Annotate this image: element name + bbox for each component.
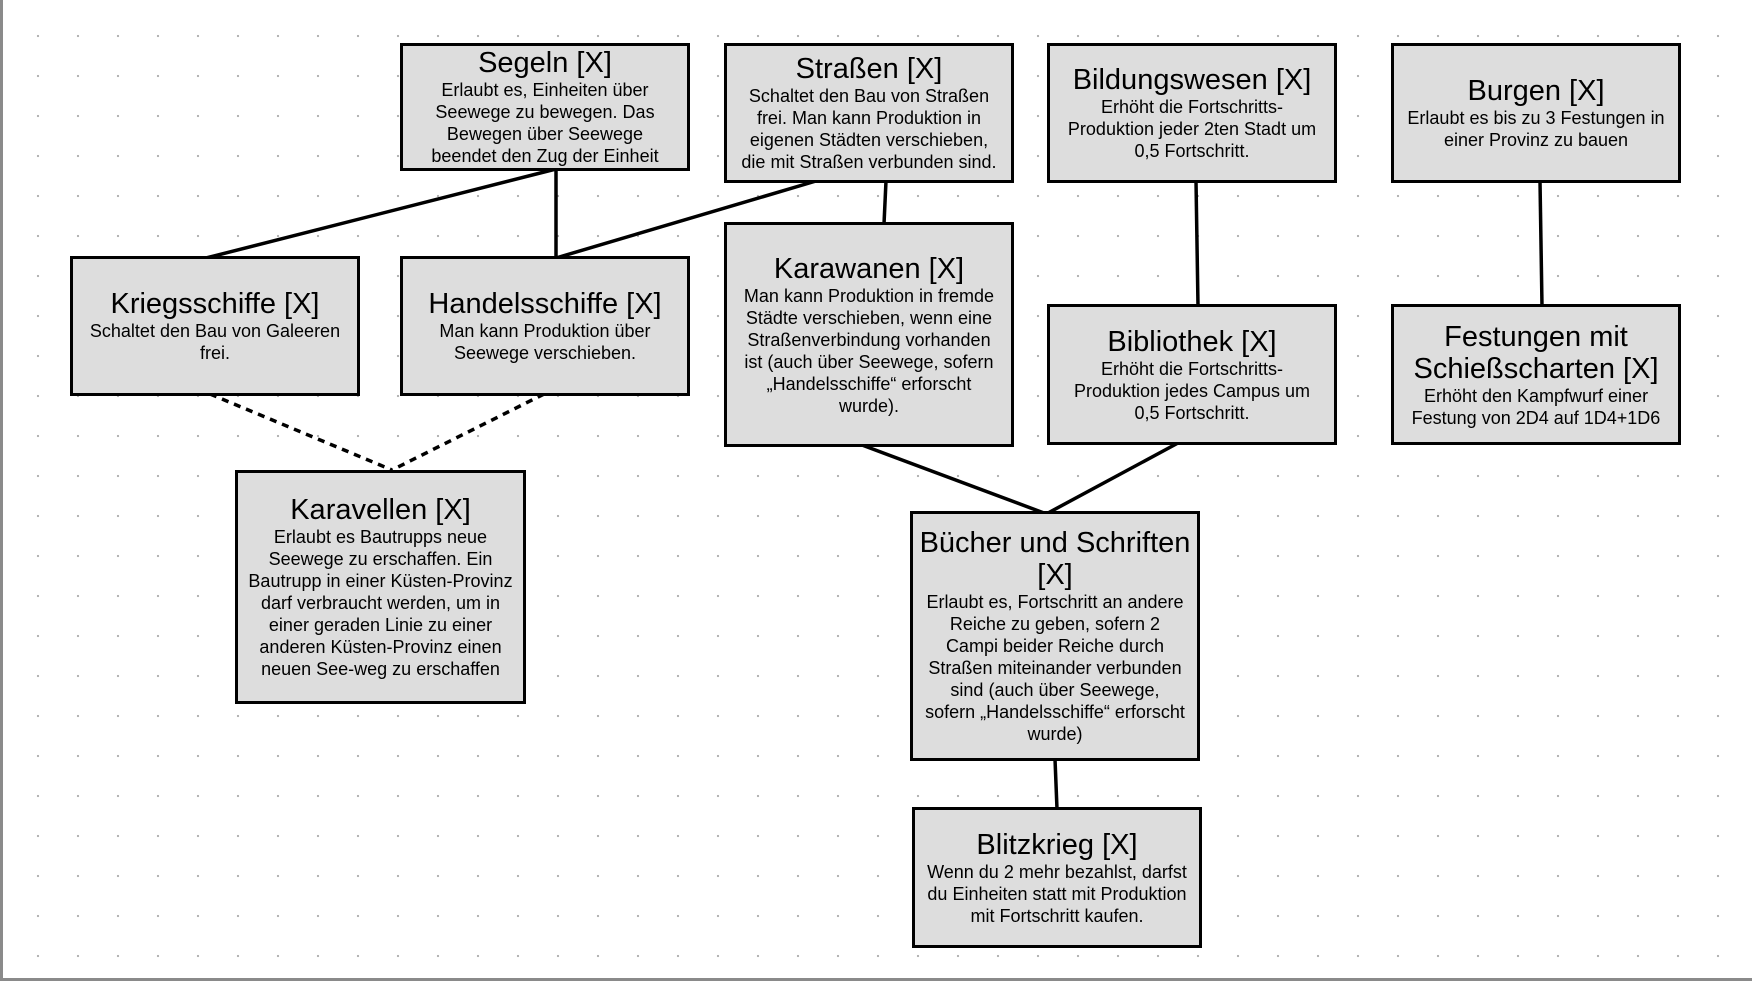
tech-node-title: Burgen [X] xyxy=(1467,75,1605,107)
tech-node-festungen[interactable]: Festungen mit Schießscharten [X]Erhöht d… xyxy=(1391,304,1681,445)
tech-node-title: Bücher und Schriften [X] xyxy=(919,527,1191,591)
edge-segeln-to-kriegsschiffe xyxy=(205,167,557,260)
tech-node-title: Straßen [X] xyxy=(795,53,943,85)
tech-node-blitzkrieg[interactable]: Blitzkrieg [X]Wenn du 2 mehr bezahlst, d… xyxy=(912,807,1202,948)
tech-node-karawanen[interactable]: Karawanen [X]Man kann Produktion in frem… xyxy=(724,222,1014,447)
frame-left-border xyxy=(0,0,3,981)
tech-node-title: Bibliothek [X] xyxy=(1107,325,1277,358)
edge-bildungswesen-to-bibliothek xyxy=(1194,180,1200,307)
tech-node-bildungswesen[interactable]: Bildungswesen [X]Erhöht die Fortschritts… xyxy=(1047,43,1337,183)
tech-node-description: Schaltet den Bau von Straßen frei. Man k… xyxy=(741,86,997,172)
tech-node-buecher[interactable]: Bücher und Schriften [X]Erlaubt es, Fort… xyxy=(910,511,1200,761)
tech-node-kriegsschiffe[interactable]: Kriegsschiffe [X]Schaltet den Bau von Ga… xyxy=(70,256,360,396)
tech-node-description: Schaltet den Bau von Galeeren frei. xyxy=(89,321,341,363)
edge-bibliothek-to-buecher xyxy=(1047,441,1179,515)
tech-node-bibliothek[interactable]: Bibliothek [X]Erhöht die Fortschritts-Pr… xyxy=(1047,304,1337,445)
tech-node-karavellen[interactable]: Karavellen [X]Erlaubt es Bautrupps neue … xyxy=(235,470,526,704)
tech-node-title: Karavellen [X] xyxy=(290,494,471,526)
edge-strassen-to-karawanen xyxy=(882,180,888,225)
tech-node-strassen[interactable]: Straßen [X]Schaltet den Bau von Straßen … xyxy=(724,43,1014,183)
tech-node-title: Festungen mit Schießscharten [X] xyxy=(1413,320,1659,385)
tech-node-description: Erlaubt es bis zu 3 Festungen in einer P… xyxy=(1407,108,1665,150)
tech-node-title: Blitzkrieg [X] xyxy=(976,828,1138,861)
tech-node-description: Erlaubt es, Fortschritt an andere Reiche… xyxy=(925,592,1185,744)
edge-karawanen-to-buecher xyxy=(861,443,1045,515)
tech-node-title: Handelsschiffe [X] xyxy=(428,288,662,320)
tech-node-title: Kriegsschiffe [X] xyxy=(110,288,320,320)
edge-strassen-to-handelsschiffe xyxy=(555,179,817,260)
tech-node-description: Erlaubt es, Einheiten über Seewege zu be… xyxy=(431,80,659,166)
edge-buecher-to-blitzkrieg xyxy=(1053,758,1059,810)
tech-node-description: Erhöht die Fortschritts-Produktion jeder… xyxy=(1067,97,1317,161)
tech-node-description: Erhöht den Kampfwurf einer Festung von 2… xyxy=(1411,385,1661,428)
tech-node-description: Erlaubt es Bautrupps neue Seewege zu ers… xyxy=(248,527,513,679)
tech-node-title: Segeln [X] xyxy=(478,47,612,79)
frame-bottom-border xyxy=(0,978,1752,981)
tech-node-title: Karawanen [X] xyxy=(773,252,965,285)
tech-node-title: Bildungswesen [X] xyxy=(1072,64,1312,96)
edge-burgen-to-festungen xyxy=(1538,180,1544,307)
tech-node-burgen[interactable]: Burgen [X]Erlaubt es bis zu 3 Festungen … xyxy=(1391,43,1681,183)
tech-node-description: Man kann Produktion in fremde Städte ver… xyxy=(743,285,995,416)
edge-kriegsschiffe-to-karavellen xyxy=(209,392,393,472)
tech-node-description: Wenn du 2 mehr bezahlst, darfst du Einhe… xyxy=(927,861,1187,926)
tech-node-description: Man kann Produktion über Seewege verschi… xyxy=(439,321,651,363)
tech-node-segeln[interactable]: Segeln [X]Erlaubt es, Einheiten über See… xyxy=(400,43,690,171)
tech-node-handelsschiffe[interactable]: Handelsschiffe [X]Man kann Produktion üb… xyxy=(400,256,690,396)
tech-node-description: Erhöht die Fortschritts-Produktion jedes… xyxy=(1073,358,1311,423)
edge-handelsschiffe-to-karavellen xyxy=(391,392,545,472)
